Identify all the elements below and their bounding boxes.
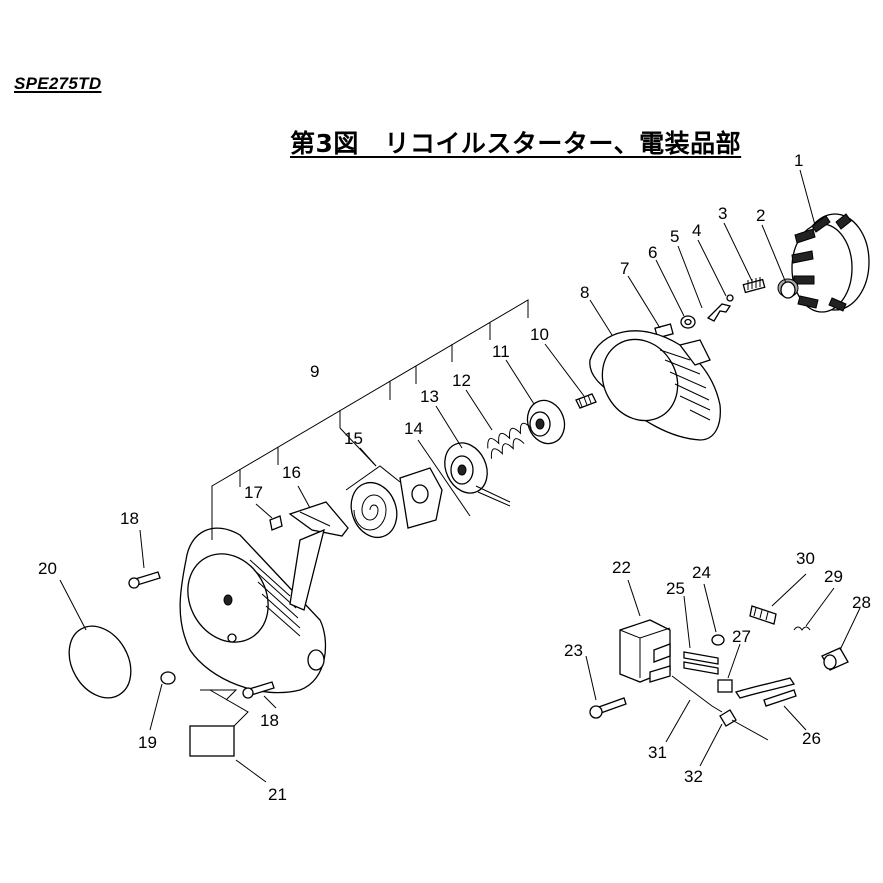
callout-14: 14	[404, 419, 423, 438]
part-spring-12	[487, 422, 532, 459]
callout-7: 7	[620, 259, 629, 278]
callout-25: 25	[666, 579, 685, 598]
callout-24: 24	[692, 563, 711, 582]
callout-19: 19	[138, 733, 157, 752]
part-tube-25	[683, 651, 719, 675]
callout-4: 4	[692, 221, 701, 240]
callout-22: 22	[612, 558, 631, 577]
part-bolt-23	[589, 697, 627, 719]
callout-9: 9	[310, 362, 319, 381]
part-label-21	[189, 725, 235, 757]
callout-2: 2	[756, 206, 765, 225]
part-disc-20	[68, 625, 132, 699]
part-washer	[680, 315, 696, 329]
callout-23: 23	[564, 641, 583, 660]
part-washer-24	[711, 634, 725, 646]
callout-labels: 1 2 3 4 5 6 7 8 9 10 11 12 13 14 15 16 1…	[38, 151, 871, 804]
callout-18-bottom: 18	[260, 711, 279, 730]
diagram-title: 第3図 リコイルスターター、電装品部	[290, 129, 742, 158]
part-spiral-spring-15	[350, 467, 443, 539]
part-pawl	[706, 294, 734, 322]
part-bolt-18-top	[128, 571, 161, 589]
callout-15: 15	[344, 429, 363, 448]
leader-lines	[59, 169, 861, 783]
part-nut	[780, 281, 796, 299]
callout-12: 12	[452, 371, 471, 390]
callout-3: 3	[718, 204, 727, 223]
part-cap-19	[160, 671, 176, 685]
callout-11: 11	[492, 342, 510, 361]
callout-28: 28	[852, 593, 871, 612]
callout-5: 5	[670, 227, 679, 246]
part-bolt-10	[575, 393, 597, 409]
part-spring-pin	[742, 277, 766, 294]
part-ignition-coil-22	[619, 619, 671, 683]
part-wire-31	[671, 675, 723, 713]
part-spring-29	[793, 626, 811, 631]
part-pulley-11	[526, 399, 566, 445]
callout-8: 8	[580, 283, 589, 302]
callout-16: 16	[282, 463, 301, 482]
part-handle-16	[288, 501, 349, 537]
callout-17: 17	[244, 483, 263, 502]
part-cord-26	[734, 677, 797, 707]
model-number: SPE275TD	[14, 74, 102, 93]
part-fan-cover	[589, 330, 721, 441]
callout-31: 31	[648, 743, 667, 762]
callout-20: 20	[38, 559, 57, 578]
part-spark-plug-30	[749, 605, 777, 625]
callout-10: 10	[530, 325, 549, 344]
callout-30: 30	[796, 549, 815, 568]
callout-32: 32	[684, 767, 703, 786]
callout-29: 29	[824, 567, 843, 586]
callout-1: 1	[794, 151, 803, 170]
part-bolt-18-bottom	[242, 681, 275, 699]
callout-21: 21	[268, 785, 287, 804]
callout-27: 27	[732, 627, 751, 646]
callout-26: 26	[802, 729, 821, 748]
part-starter-case	[179, 527, 327, 694]
part-reel-13	[444, 442, 511, 507]
part-terminal-32	[719, 709, 769, 741]
callout-18-top: 18	[120, 509, 139, 528]
part-plug-cap-28	[821, 647, 849, 671]
part-clip-17	[269, 515, 283, 531]
callout-6: 6	[648, 243, 657, 262]
callout-13: 13	[420, 387, 439, 406]
part-grommet-27	[717, 679, 733, 693]
